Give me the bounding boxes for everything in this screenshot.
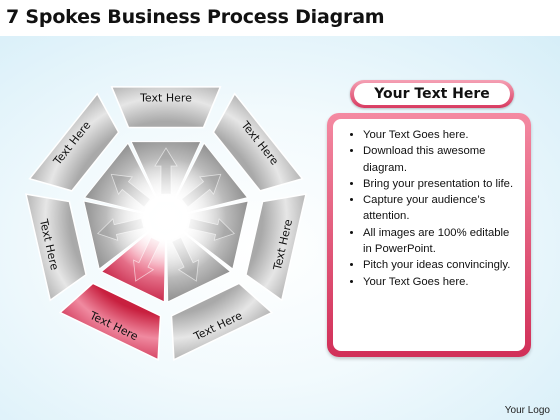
wheel-segment xyxy=(212,92,304,192)
wheel-segment xyxy=(110,86,222,129)
page-title: 7 Spokes Business Process Diagram xyxy=(6,6,385,28)
wheel-segment-highlighted xyxy=(58,282,162,361)
bullet-item: Your Text Goes here. xyxy=(363,274,519,290)
panel-header: Your Text Here xyxy=(350,80,514,108)
segment-label: Text Here xyxy=(139,92,192,105)
wheel-segment xyxy=(245,193,307,302)
bullet-item: All images are 100% editable in PowerPoi… xyxy=(363,225,519,258)
text-panel: Your Text Goes here. Download this aweso… xyxy=(327,113,531,357)
bullet-list: Your Text Goes here. Download this aweso… xyxy=(333,119,525,290)
text-panel-body: Your Text Goes here. Download this aweso… xyxy=(333,119,525,351)
panel-header-label: Your Text Here xyxy=(354,83,510,105)
bullet-item: Capture your audience’s attention. xyxy=(363,192,519,225)
bullet-item: Bring your presentation to life. xyxy=(363,176,519,192)
wheel-segment xyxy=(170,282,274,361)
wheel-segment xyxy=(25,193,87,302)
wheel-segment xyxy=(28,92,120,192)
center-glow xyxy=(106,158,226,278)
logo-text: Your Logo xyxy=(504,405,550,416)
bullet-item: Download this awesome diagram. xyxy=(363,143,519,176)
bullet-item: Pitch your ideas convincingly. xyxy=(363,257,519,273)
bullet-item: Your Text Goes here. xyxy=(363,127,519,143)
